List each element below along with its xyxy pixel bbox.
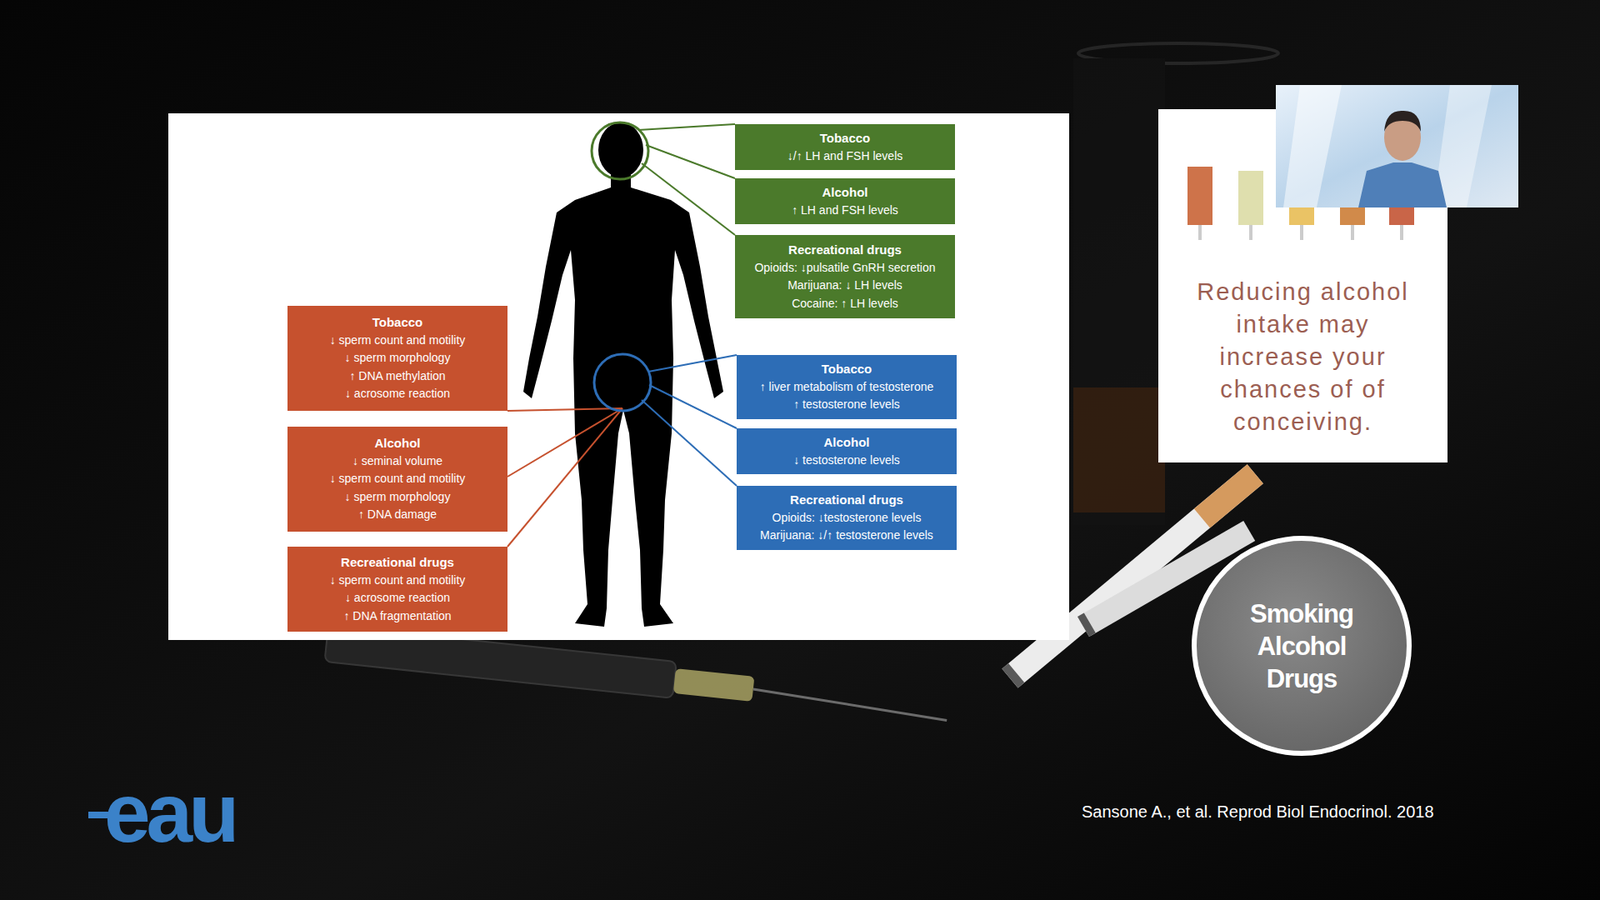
cocktail-glass-picture: [1249, 225, 1253, 240]
leader-line: [641, 400, 737, 486]
effect-line: ↑ LH and FSH levels: [791, 201, 899, 220]
cocktail-glass-picture: [1238, 170, 1264, 225]
effect-box: Alcohol↓ seminal volume↓ sperm count and…: [287, 426, 508, 532]
message-text: Reducing alcohol intake may increase you…: [1185, 275, 1420, 439]
effect-box: Recreational drugsOpioids: ↓pulsatile Gn…: [735, 235, 955, 319]
effect-line: Opioids: ↓testosterone levels: [772, 509, 922, 528]
leader-line: [649, 385, 737, 429]
box-heading: Recreational drugs: [788, 240, 902, 260]
human-silhouette: [523, 122, 724, 627]
effect-line: ↓ sperm morphology: [345, 349, 451, 368]
glass-photo: [1073, 387, 1165, 513]
topic-text: Alcohol: [1257, 630, 1347, 663]
effect-line: ↑ testosterone levels: [793, 395, 900, 415]
effect-box: Tobacco↓/↑ LH and FSH levels: [735, 124, 955, 170]
effect-line: ↑ DNA fragmentation: [343, 607, 451, 626]
effect-box: Alcohol↓ testosterone levels: [736, 428, 957, 475]
syringe-photo: [673, 668, 755, 702]
figure-panel: [168, 113, 1070, 640]
effect-line: ↓ sperm count and motility: [330, 470, 466, 489]
leader-line: [641, 163, 735, 235]
webcam-speaker-video: [1283, 85, 1342, 208]
cigarette-photo: [1077, 612, 1096, 637]
syringe-photo: [324, 625, 950, 727]
cocktail-glass-picture: [1400, 225, 1404, 240]
effect-line: ↑ DNA methylation: [349, 367, 445, 386]
effect-line: ↓/↑ LH and FSH levels: [787, 147, 904, 166]
cocktail-glass-picture: [1198, 225, 1202, 240]
effect-box: Alcohol↑ LH and FSH levels: [735, 178, 955, 225]
effect-line: ↑ DNA damage: [358, 505, 437, 525]
topic-text: Drugs: [1266, 662, 1338, 695]
effect-box: Recreational drugsOpioids: ↓testosterone…: [736, 485, 957, 550]
box-heading: Alcohol: [822, 183, 869, 202]
effect-line: ↓ acrosome reaction: [345, 589, 450, 608]
effect-line: Cocaine: ↑ LH levels: [791, 295, 899, 314]
head-highlight-circle: [591, 122, 649, 180]
effect-line: ↓ sperm morphology: [345, 488, 451, 507]
leader-line: [507, 408, 623, 547]
cigarette-photo: [1001, 663, 1025, 688]
cocktail-glass-picture: [1198, 225, 1404, 240]
syringe-photo: [324, 625, 950, 727]
syringe-photo: [751, 689, 948, 720]
effect-line: ↓ testosterone levels: [793, 451, 900, 470]
effect-box: Recreational drugs↓ sperm count and moti…: [287, 546, 508, 632]
cocktail-glass-picture: [1350, 225, 1355, 240]
cigarette-photo: [1194, 464, 1264, 528]
leader-line: [507, 408, 623, 477]
box-heading: Tobacco: [372, 313, 424, 332]
box-heading: Recreational drugs: [340, 553, 455, 572]
effect-line: ↓ sperm count and motility: [330, 331, 466, 350]
effect-line: ↓ acrosome reaction: [345, 385, 450, 404]
message-panel: Reducing alcohol intake may increase you…: [1158, 109, 1448, 463]
effect-line: Marijuana: ↓/↑ testosterone levels: [760, 526, 934, 545]
cocktail-glass-picture: [1300, 225, 1304, 240]
effect-line: Opioids: ↓pulsatile GnRH secretion: [754, 259, 935, 278]
effect-line: ↑ liver metabolism of testosterone: [760, 378, 935, 397]
box-heading: Recreational drugs: [790, 490, 904, 510]
leader-line: [648, 355, 737, 372]
logo-text: eau: [104, 770, 235, 855]
effect-line: ↓ seminal volume: [352, 452, 443, 471]
leader-line: [638, 124, 735, 130]
webcam-speaker-video: [1358, 162, 1447, 208]
box-heading: Alcohol: [375, 434, 421, 453]
effect-line: Marijuana: ↓ LH levels: [787, 276, 903, 295]
groin-highlight-circle: [594, 354, 651, 411]
citation-text: Sansone A., et al. Reprod Biol Endocrino…: [1081, 802, 1435, 822]
box-heading: Tobacco: [821, 360, 873, 379]
cocktail-glass-picture: [1187, 166, 1213, 225]
topic-circle: SmokingAlcoholDrugs: [1191, 535, 1412, 756]
webcam-speaker-video: [1275, 85, 1519, 208]
webcam-speaker-video: [1384, 110, 1421, 132]
leader-line: [507, 408, 623, 411]
leader-line: [645, 145, 735, 179]
human-silhouette: [598, 122, 644, 178]
effect-box: Tobacco↑ liver metabolism of testosteron…: [736, 355, 957, 420]
glass-photo: [1073, 58, 1165, 525]
box-heading: Tobacco: [820, 129, 871, 148]
effect-line: ↓ sperm count and motility: [330, 571, 466, 590]
leader-line: [507, 124, 737, 547]
topic-text: Smoking: [1250, 597, 1354, 630]
box-heading: Alcohol: [824, 433, 870, 452]
effect-box: Tobacco↓ sperm count and motility↓ sperm…: [287, 305, 508, 411]
webcam-speaker-video: [1275, 85, 1519, 208]
